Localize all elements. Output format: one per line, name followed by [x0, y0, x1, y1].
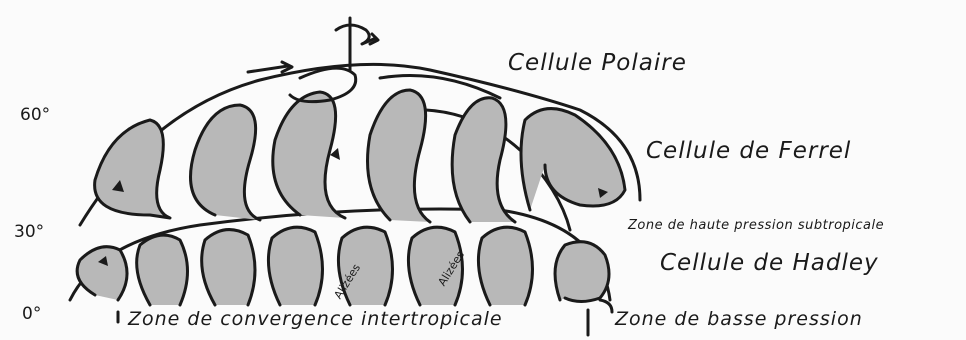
- itcz-label: Zone de convergence intertropicale: [128, 308, 503, 330]
- low-pressure-label: Zone de basse pression: [615, 308, 863, 330]
- low-pressure-arrow: [600, 300, 612, 312]
- subtropical-high-label: Zone de haute pression subtropicale: [628, 218, 884, 233]
- polar-cell-label: Cellule Polaire: [508, 50, 687, 76]
- earth-rotation-icon: [336, 18, 378, 70]
- ferrel-cell-label: Cellule de Ferrel: [646, 138, 851, 164]
- latitude-30-label: 30°: [14, 222, 44, 242]
- hadley-cell-label: Cellule de Hadley: [660, 250, 879, 276]
- ferrel-loops: [95, 62, 625, 222]
- latitude-0-label: 0°: [22, 304, 41, 324]
- latitude-60-label: 60°: [20, 105, 50, 125]
